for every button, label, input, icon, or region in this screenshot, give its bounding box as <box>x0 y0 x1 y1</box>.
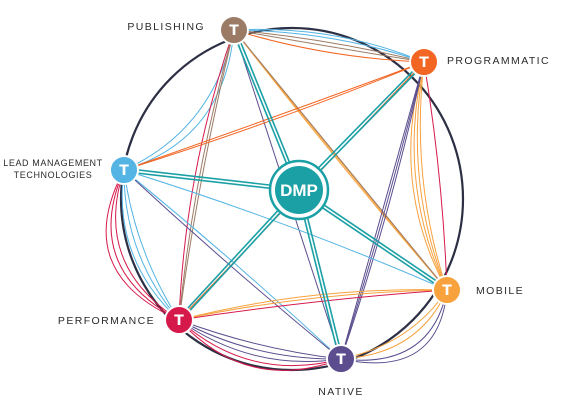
mobile-node-circle <box>432 275 462 305</box>
curve-performance-mobile <box>178 289 448 321</box>
curve-performance-native <box>178 319 342 363</box>
curve-publishing-programmatic <box>233 29 425 63</box>
performance-node-circle <box>164 305 194 335</box>
t-logo-icon: T <box>174 313 184 329</box>
curve-performance-native <box>178 319 342 360</box>
curve-lead-performance <box>115 169 180 321</box>
curve-programmatic-native <box>340 61 425 360</box>
publishing-node-circle <box>219 15 249 45</box>
curve-publishing-programmatic <box>233 29 425 63</box>
curve-publishing-mobile <box>233 29 448 291</box>
node-mobile[interactable]: T MOBILE <box>432 275 524 305</box>
curve-lead-performance <box>123 169 180 321</box>
curve-publishing-performance <box>178 29 235 321</box>
curve-native-mobile <box>340 289 448 364</box>
dmp-hub-core <box>275 166 323 214</box>
node-performance[interactable]: T PERFORMANCE <box>58 305 194 335</box>
curve-programmatic-lead <box>123 61 425 171</box>
lead-node-circle <box>109 155 139 185</box>
curve-performance-native <box>178 319 342 360</box>
curve-publishing-mobile <box>233 29 448 291</box>
t-logo-icon: T <box>442 283 452 299</box>
curve-performance-native <box>178 319 342 371</box>
connection-curves <box>105 28 448 371</box>
t-logo-icon: T <box>119 163 129 179</box>
dmp-hub-label: DMP <box>280 181 318 200</box>
curve-performance-native <box>178 319 342 367</box>
lead-label-line2: TECHNOLOGIES <box>14 170 93 180</box>
curve-lead-performance <box>123 169 180 321</box>
node-lead-management[interactable]: T LEAD MANAGEMENT TECHNOLOGIES <box>3 155 139 185</box>
curve-publishing-lead <box>123 29 235 171</box>
curve-lead-performance <box>110 169 180 321</box>
node-publishing[interactable]: T PUBLISHING <box>127 15 249 45</box>
curve-publishing-programmatic <box>233 29 425 63</box>
dmp-hub[interactable]: DMP <box>268 159 330 221</box>
curve-programmatic-native <box>340 61 425 360</box>
mobile-label: MOBILE <box>476 285 524 297</box>
curve-performance-mobile <box>178 289 448 321</box>
curve-programmatic-lead <box>123 61 425 171</box>
node-programmatic[interactable]: T PROGRAMMATIC <box>409 47 550 77</box>
curve-publishing-programmatic <box>233 28 425 63</box>
curve-lead-performance <box>105 169 180 321</box>
native-label: NATIVE <box>318 386 364 398</box>
t-logo-icon: T <box>419 55 429 71</box>
curve-native-mobile <box>340 289 448 361</box>
curve-performance-mobile <box>178 289 448 321</box>
curve-publishing-programmatic <box>233 29 425 63</box>
curve-publishing-performance <box>178 29 235 321</box>
curve-programmatic-native <box>340 61 425 360</box>
curve-programmatic-mobile <box>416 61 448 291</box>
native-node-circle <box>326 344 356 374</box>
programmatic-node-circle <box>409 47 439 77</box>
publishing-label: PUBLISHING <box>127 21 205 33</box>
node-native[interactable]: T NATIVE <box>318 344 364 398</box>
lead-label-line1: LEAD MANAGEMENT <box>3 158 103 168</box>
curve-programmatic-mobile <box>419 61 448 291</box>
curve-lead-mobile <box>123 169 448 291</box>
t-logo-icon: T <box>336 352 346 368</box>
curve-native-mobile <box>340 289 448 360</box>
t-logo-icon: T <box>229 23 239 39</box>
curve-publishing-performance <box>178 29 235 321</box>
programmatic-label: PROGRAMMATIC <box>447 55 550 67</box>
curve-programmatic-mobile <box>413 61 448 291</box>
curve-programmatic-mobile <box>423 61 448 291</box>
curve-lead-performance <box>121 169 180 321</box>
performance-label: PERFORMANCE <box>58 315 155 327</box>
